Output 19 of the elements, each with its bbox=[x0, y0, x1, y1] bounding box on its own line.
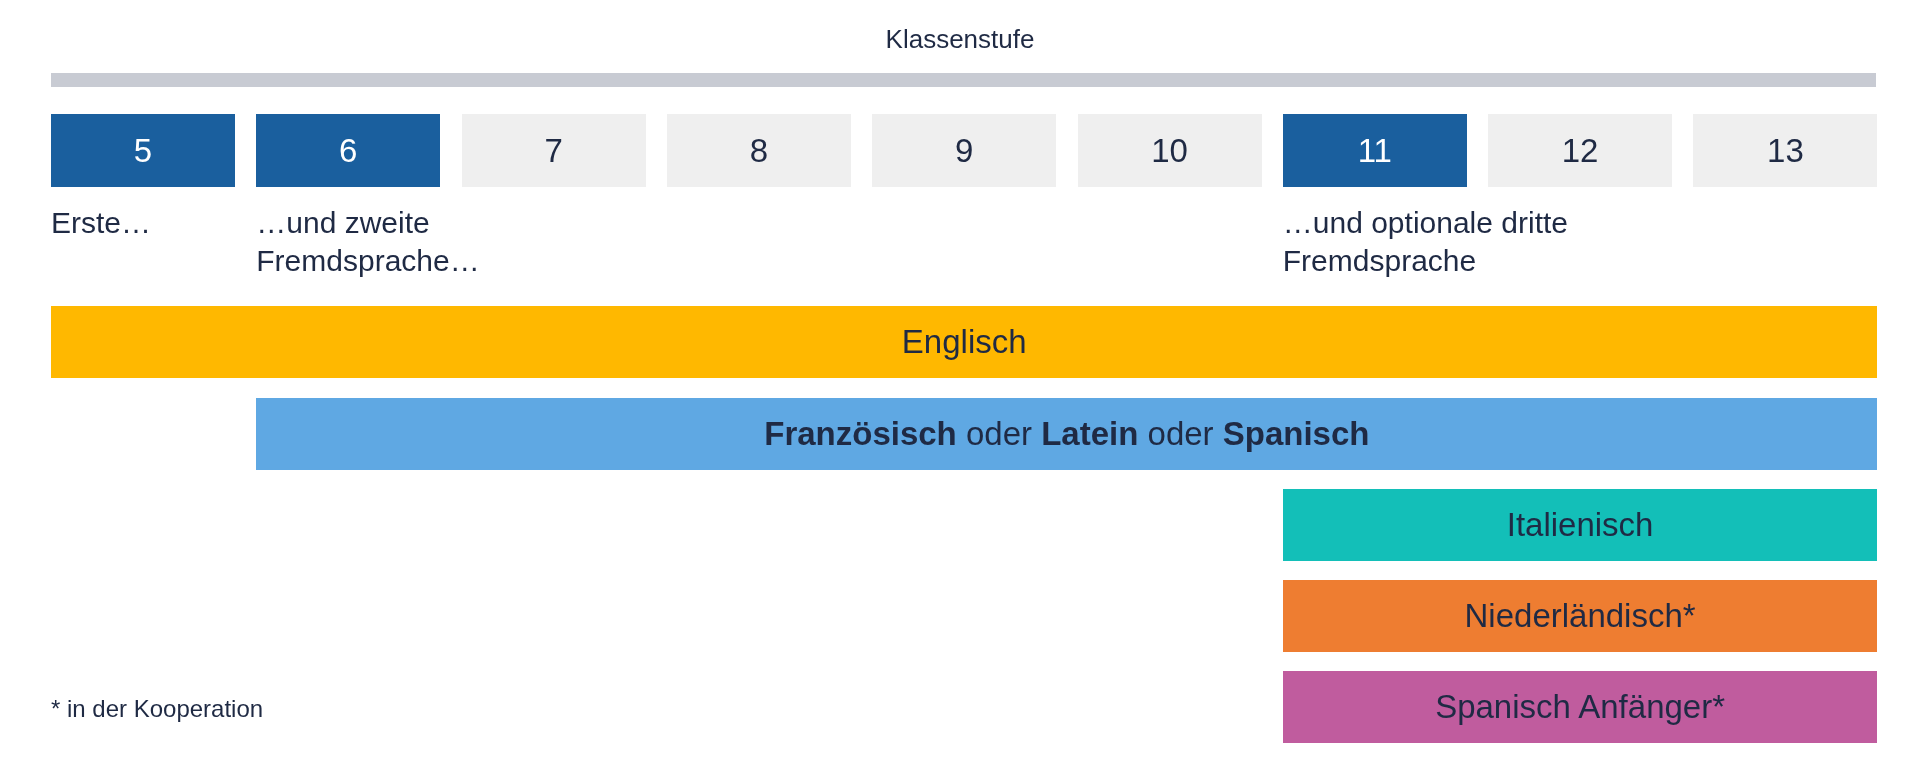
language-bar: Italienisch bbox=[1282, 489, 1878, 561]
grade-box: 11 bbox=[1282, 114, 1467, 187]
stage-note: Erste… bbox=[51, 205, 152, 241]
grade-box: 13 bbox=[1693, 114, 1878, 187]
stage-note: …und optionale dritte Fremdsprache bbox=[1282, 205, 1569, 279]
stage-note: …und zweite Fremdsprache… bbox=[256, 205, 481, 279]
grade-box: 9 bbox=[872, 114, 1057, 187]
grade-box: 7 bbox=[461, 114, 646, 187]
language-bar: Englisch bbox=[51, 306, 1878, 378]
language-bar: Französisch oder Latein oder Spanisch bbox=[256, 398, 1878, 470]
footnote: * in der Kooperation bbox=[51, 694, 264, 724]
language-bar: Spanisch Anfänger* bbox=[1282, 671, 1878, 743]
grade-box: 10 bbox=[1077, 114, 1262, 187]
language-bar: Niederländisch* bbox=[1282, 580, 1878, 652]
grade-box: 5 bbox=[51, 114, 235, 187]
grade-box: 8 bbox=[666, 114, 851, 187]
scale-heading: Klassenstufe bbox=[884, 24, 1036, 55]
grade-box: 12 bbox=[1488, 114, 1673, 187]
grade-box: 6 bbox=[256, 114, 441, 187]
